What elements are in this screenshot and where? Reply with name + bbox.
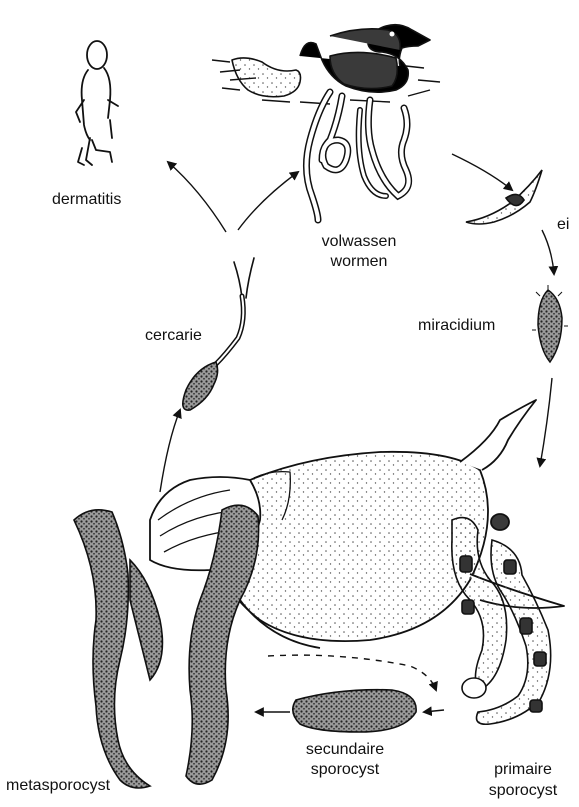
label-secondary-sporocyst-line2: sporocyst (311, 760, 379, 779)
label-egg: ei (557, 215, 569, 234)
adult-worms (306, 92, 408, 220)
arrow-cercaria-to-worms (238, 172, 298, 230)
human-figure (76, 41, 118, 165)
arrow-primary-to-secondary (424, 710, 444, 712)
secondary-sporocyst-drawing (293, 690, 416, 732)
arrow-snail-to-cercaria (160, 410, 180, 492)
label-secondary-sporocyst-line1: secundaire (306, 740, 384, 759)
label-primary-sporocyst-line1: primaire (494, 760, 552, 779)
arrow-miracidium-to-snail (540, 378, 552, 466)
arrow-dashed-snail-to-primary (268, 655, 436, 690)
label-cercaria: cercarie (145, 326, 202, 345)
arrow-cercaria-to-dermatitis (168, 162, 226, 232)
label-metasporocyst: metasporocyst (6, 776, 110, 795)
primary-sporocyst-drawing (452, 518, 551, 725)
label-miracidium: miracidium (418, 316, 495, 335)
label-adult-worms-line1: volwassen (322, 232, 397, 251)
arrow-worms-to-egg (452, 154, 512, 190)
egg (466, 170, 542, 224)
label-primary-sporocyst-line2: sporocyst (489, 781, 557, 800)
label-adult-worms-line2: wormen (331, 252, 388, 271)
label-dermatitis: dermatitis (52, 190, 121, 209)
arrow-egg-to-miracidium (542, 230, 554, 274)
miracidium (532, 285, 568, 362)
